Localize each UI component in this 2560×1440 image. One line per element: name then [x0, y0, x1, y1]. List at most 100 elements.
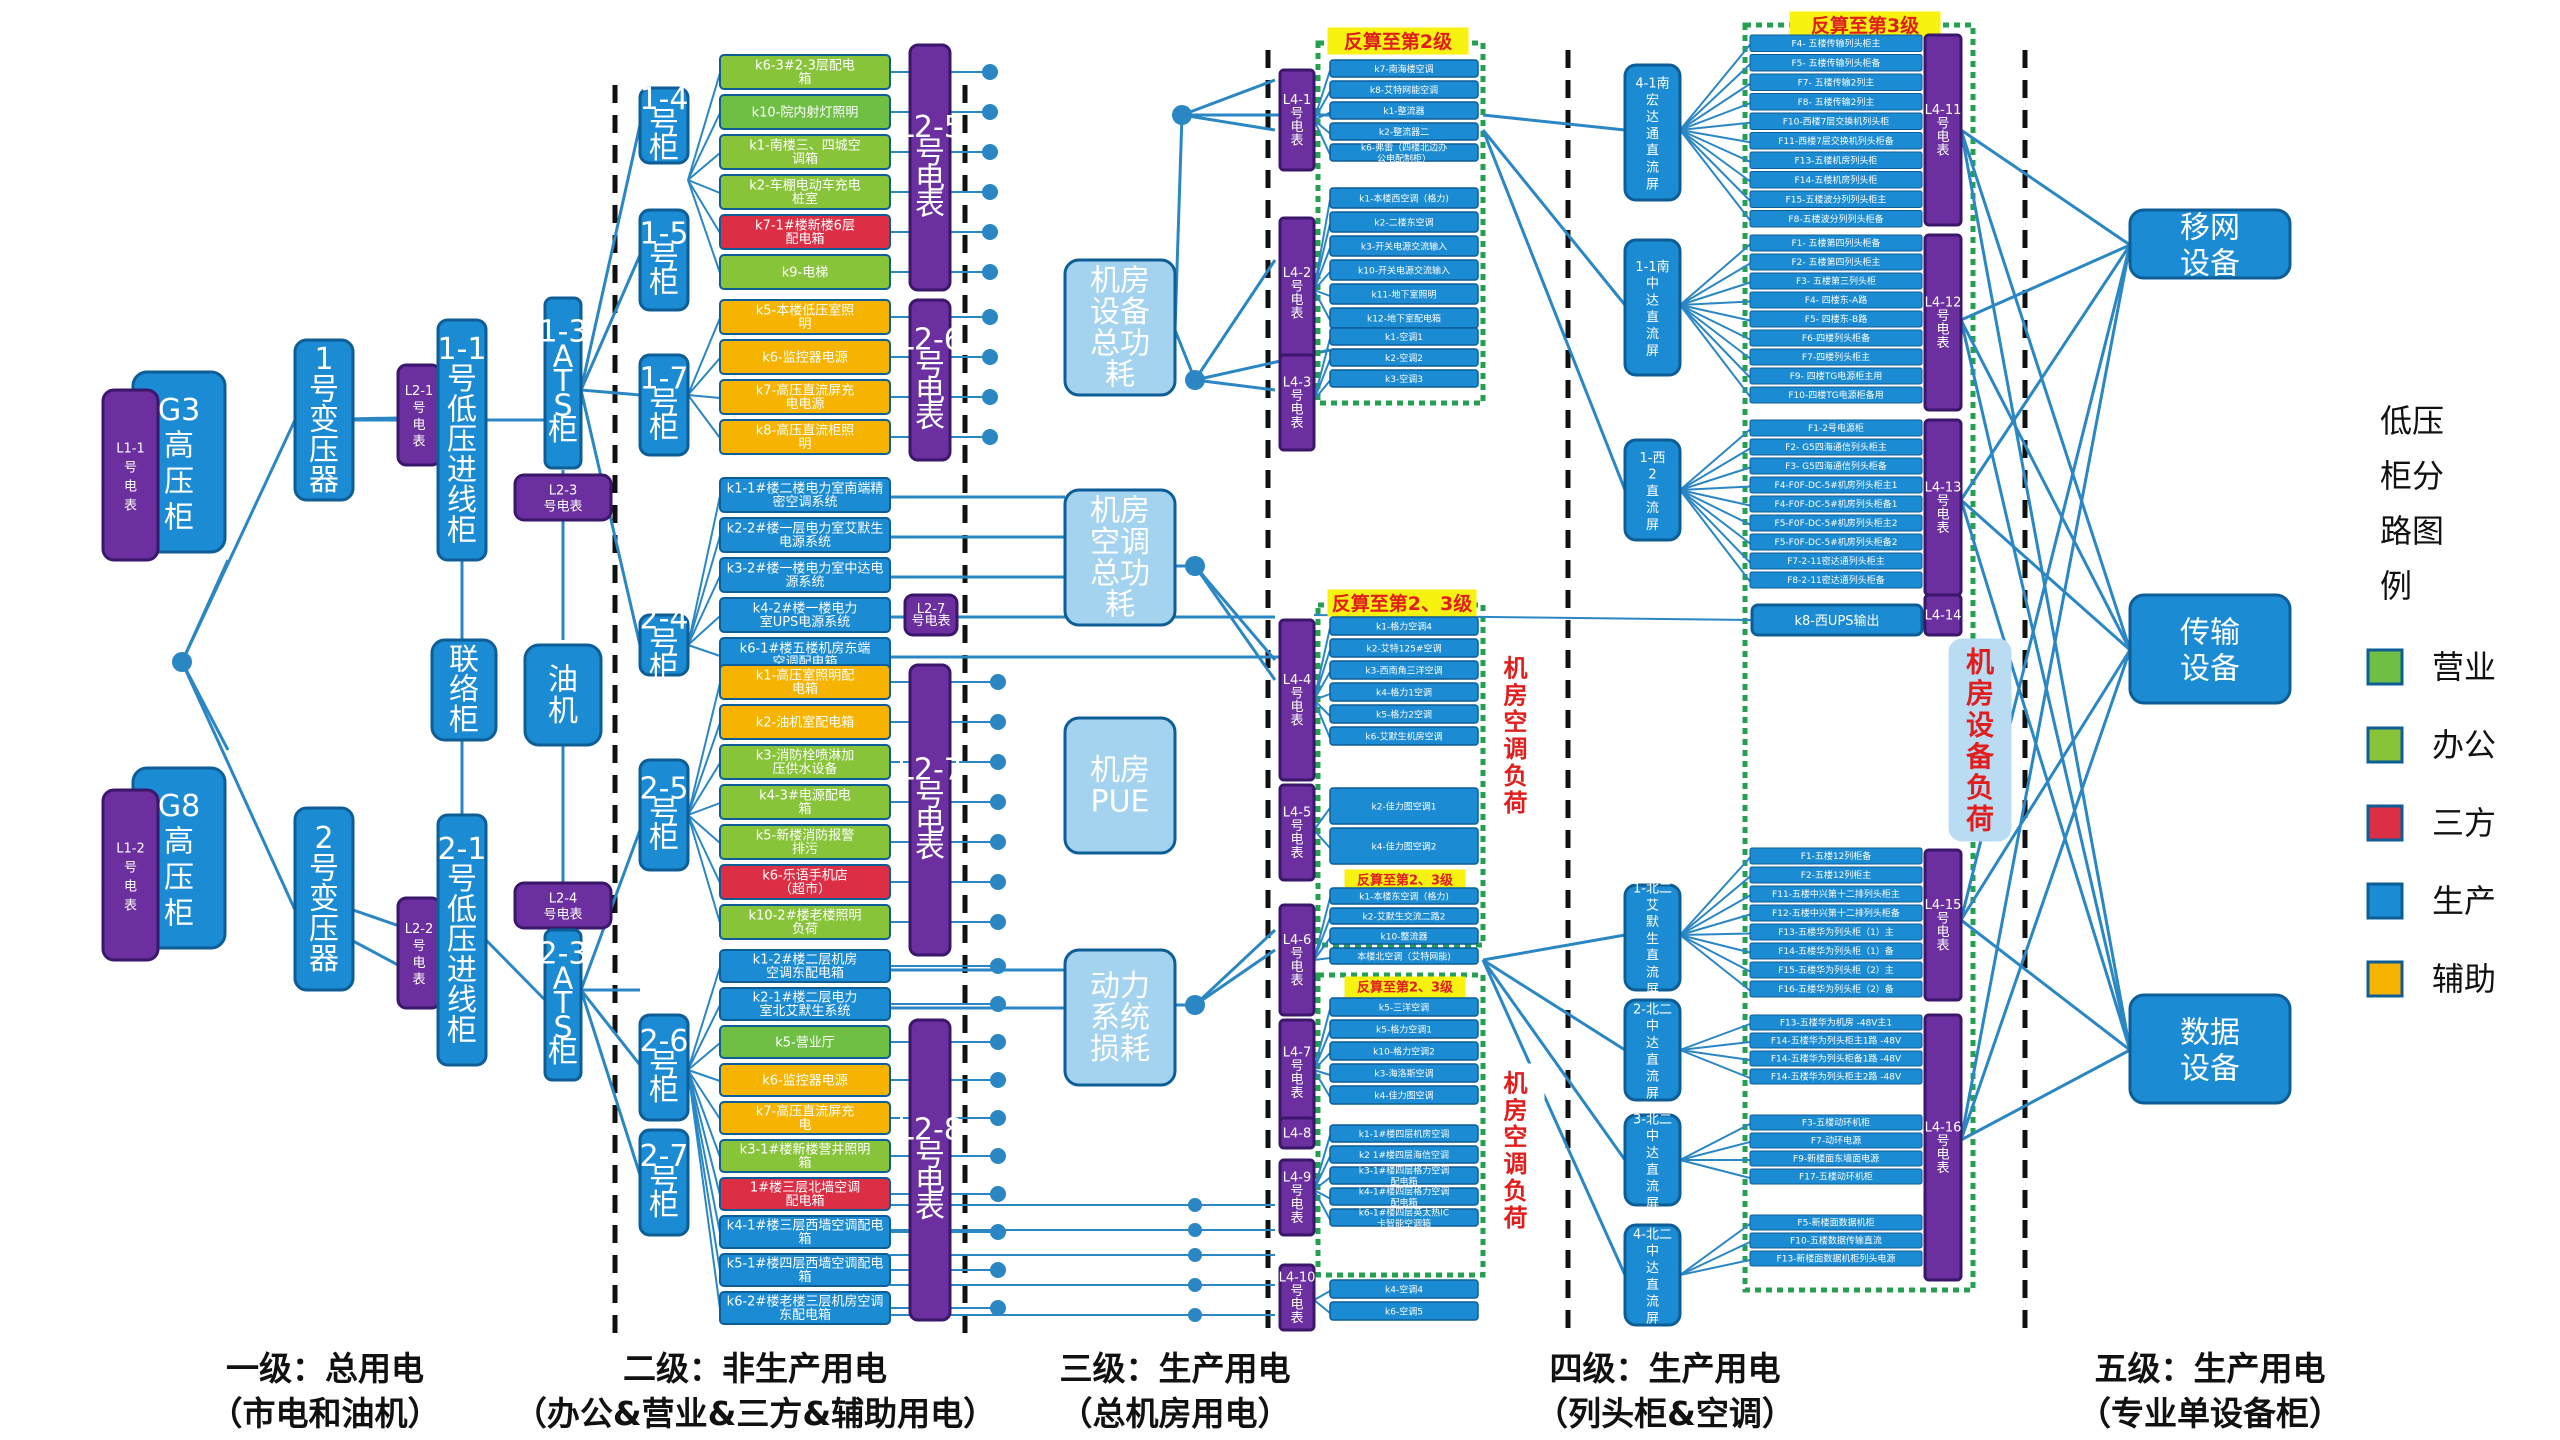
legend-title: 低压柜分路图例	[2380, 402, 2444, 605]
meter-l43-shape	[1278, 353, 1316, 452]
connector-line	[1679, 428, 1751, 491]
ac-item-shape	[1329, 1063, 1479, 1083]
label-line: 高	[164, 825, 194, 860]
column-cabinet-label: F14-五楼华为列头柜主1路 -48V	[1771, 1035, 1902, 1047]
ac-item-shape	[1329, 1041, 1479, 1061]
label-line: 室北艾默生系统	[759, 1003, 850, 1019]
level-sublabel-l1: （市电和油机）	[210, 1394, 441, 1433]
label-line: 负	[1504, 762, 1528, 790]
column-cabinet: F13-五楼机房列头柜	[1749, 151, 1923, 169]
label-line: 表	[1290, 846, 1303, 861]
column-cabinet: F2-五楼12列柜主	[1749, 866, 1923, 884]
connector-line	[1313, 1189, 1331, 1220]
label-line: G8	[158, 789, 200, 824]
connector-line	[1679, 934, 1751, 954]
connector-line	[1679, 489, 1751, 583]
load-item-label: k3-1#楼新楼营井照明箱	[740, 1142, 871, 1171]
label-line: A	[553, 339, 574, 374]
label-line: F12-五楼中兴第十二排列头柜备	[1772, 907, 1900, 919]
label-line: 1-西	[1640, 451, 1666, 466]
column-cabinet-shape	[1749, 1050, 1923, 1067]
column-cabinet: F2- G5四海通信列头柜主	[1749, 438, 1923, 456]
label-line: k7-南海楼空调	[1374, 63, 1433, 75]
column-cabinet-shape	[1749, 885, 1923, 903]
column-cabinet: F14-五楼华为列头柜（1）备	[1749, 942, 1923, 960]
column-cabinet-shape	[1749, 291, 1923, 309]
label-line: 机房	[1090, 264, 1150, 299]
legend-label: 办公	[2432, 726, 2496, 764]
label-line: F1-2号电源柜	[1808, 422, 1864, 434]
load-item-shape	[719, 557, 891, 593]
label-line: 传输	[2180, 616, 2240, 651]
column-cabinet-label: F8-2-11密达通列头柜备	[1787, 574, 1885, 586]
connector-line	[1679, 304, 1751, 379]
column-cabinet-shape	[1749, 847, 1923, 865]
column-cabinet-shape	[1749, 272, 1923, 290]
label-line: k2-1#楼二层电力	[753, 991, 858, 1006]
ac-item-shape	[1329, 327, 1479, 346]
column-cabinet-shape	[1749, 1150, 1923, 1167]
load-item: k2-油机室配电箱	[719, 704, 891, 740]
label-line: F11-西楼7层交换机列头柜备	[1778, 135, 1894, 147]
label-line: 电	[1290, 1198, 1303, 1213]
load-item-shape	[719, 864, 891, 900]
ac-item-shape	[1329, 997, 1479, 1017]
label-line: F4-F0F-DC-5#机房列头柜备1	[1775, 498, 1898, 510]
ac-item-shape	[1329, 187, 1479, 209]
connector-line	[1679, 875, 1751, 936]
cabinet-26-shape	[638, 1013, 690, 1122]
label-line: 屏	[1646, 1086, 1659, 1101]
label-line: 1-1南	[1635, 259, 1669, 275]
label-line: 箱	[798, 71, 811, 87]
label-line: k5-本楼低压室照	[756, 303, 855, 319]
column-cabinet-shape	[1749, 151, 1923, 169]
label-line: k3-1#楼四层格力空调	[1359, 1165, 1449, 1177]
connector-line	[1181, 113, 1276, 132]
label-line: 中	[1646, 1019, 1659, 1034]
cabinet-15-shape	[638, 208, 690, 312]
junction-dot	[990, 754, 1006, 770]
connector-line	[1679, 934, 1751, 973]
label-line: F2- 五楼第四列头柜主	[1791, 256, 1880, 268]
label-line: 直	[1646, 144, 1659, 159]
ac-item-shape	[1329, 704, 1479, 724]
label-line: 柜	[649, 1188, 679, 1223]
label-line: 箱	[798, 1269, 811, 1285]
ac-item-shape	[1329, 1019, 1479, 1039]
label-line: 号	[1290, 1284, 1303, 1299]
column-cabinet-shape	[1749, 552, 1923, 570]
label-line: 流	[1646, 966, 1659, 981]
ups-output: k8-西UPS输出	[1750, 603, 1924, 637]
column-cabinet: F9- 四楼TG电源柜主用	[1749, 367, 1923, 385]
label-line: 号	[1290, 687, 1303, 702]
label-line: k4-佳力图空调2	[1372, 841, 1437, 853]
equipment-total-power-shape	[1063, 258, 1177, 397]
label-line: 表	[1936, 1161, 1949, 1176]
connector-line	[1959, 319, 2132, 651]
connector-line	[1482, 113, 1626, 132]
connector-line	[1313, 1290, 1331, 1301]
load-item-label: k6-监控器电源	[762, 1073, 848, 1088]
label-line: k3-空调3	[1385, 373, 1423, 385]
label-line: F1- 五楼第四列头柜备	[1791, 237, 1880, 249]
label-line: 1	[314, 342, 333, 377]
ac-item: k3-开关电源交流输入	[1329, 235, 1479, 257]
label-line: 耗	[1105, 588, 1135, 623]
connector-line	[1679, 1123, 1751, 1161]
column-cabinet-label: F1- 五楼第四列头柜备	[1791, 237, 1880, 249]
connector-line	[687, 179, 721, 274]
ac-item-shape	[1329, 1124, 1479, 1143]
label-line: 负荷	[792, 922, 818, 937]
level-label-l2: 二级：非生产用电	[623, 1349, 887, 1388]
column-cabinet-label: F13-五楼机房列头柜	[1795, 154, 1878, 166]
label-line: L4-13	[1925, 481, 1962, 496]
ac-item-label: k2-空调2	[1385, 352, 1423, 364]
